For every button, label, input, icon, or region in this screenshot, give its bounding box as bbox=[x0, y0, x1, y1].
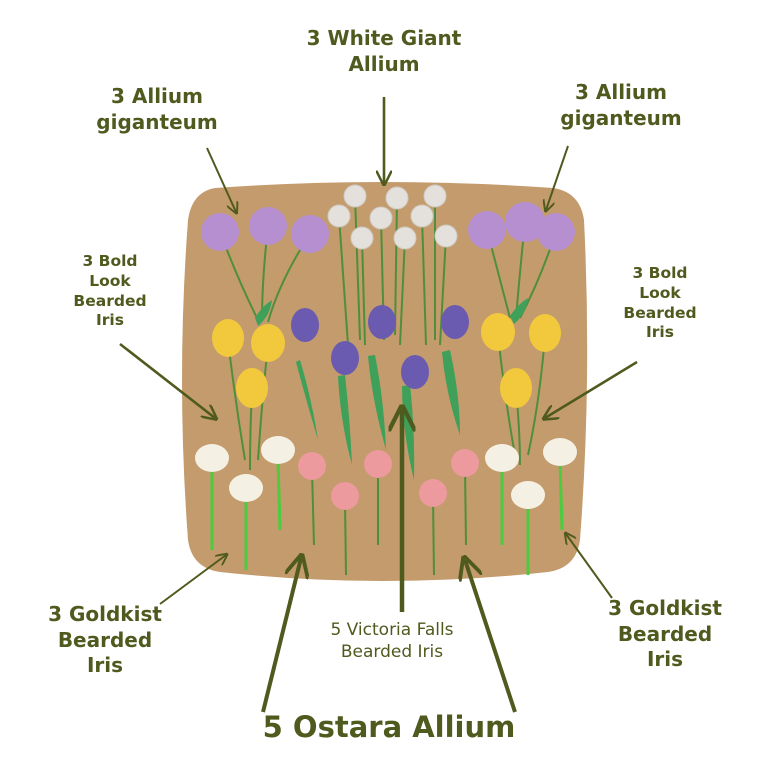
allium-head bbox=[410, 204, 434, 228]
allium-head bbox=[393, 226, 417, 250]
iris-flower bbox=[511, 481, 545, 509]
label-bold-look-right: 3 Bold Look Bearded Iris bbox=[623, 264, 697, 342]
arrow-goldkist-left bbox=[159, 555, 226, 605]
label-victoria-falls: 5 Victoria Falls Bearded Iris bbox=[330, 620, 454, 662]
allium-giganteum-group-left bbox=[201, 207, 329, 253]
arrow-ostara-right bbox=[465, 560, 517, 713]
arrow-giganteum-right bbox=[546, 145, 569, 210]
label-white-giant-allium: 3 White Giant Allium bbox=[306, 26, 462, 76]
ostara-allium-group bbox=[298, 449, 479, 576]
label-allium-giganteum-left: 3 Allium giganteum bbox=[96, 84, 218, 134]
iris-flower bbox=[331, 341, 359, 375]
iris-flower bbox=[441, 305, 469, 339]
allium-head bbox=[385, 186, 409, 210]
label-goldkist-left: 3 Goldkist Bearded Iris bbox=[48, 602, 162, 678]
allium-head bbox=[201, 213, 239, 251]
label-allium-giganteum-right: 3 Allium giganteum bbox=[560, 80, 682, 130]
iris-flower bbox=[291, 308, 319, 342]
allium-head bbox=[327, 204, 351, 228]
iris-flower bbox=[229, 474, 263, 502]
iris-flower bbox=[261, 436, 295, 464]
allium-head bbox=[291, 215, 329, 253]
allium-head bbox=[434, 224, 458, 248]
iris-flower bbox=[195, 444, 229, 472]
allium-head bbox=[249, 207, 287, 245]
allium-head bbox=[419, 479, 447, 507]
label-bold-look-left: 3 Bold Look Bearded Iris bbox=[73, 252, 147, 330]
arrows bbox=[119, 97, 638, 713]
allium-head bbox=[451, 449, 479, 477]
arrow-giganteum-left bbox=[206, 147, 236, 212]
allium-head bbox=[298, 452, 326, 480]
arrow-goldkist-right bbox=[566, 534, 613, 599]
goldkist-iris-group-left bbox=[195, 436, 295, 570]
iris-flower bbox=[543, 438, 577, 466]
allium-head bbox=[537, 213, 575, 251]
iris-flower bbox=[368, 305, 396, 339]
allium-head bbox=[369, 206, 393, 230]
iris-flower bbox=[485, 444, 519, 472]
bold-look-iris-group-right bbox=[481, 313, 561, 466]
allium-giganteum-group-right bbox=[468, 202, 575, 251]
arrow-ostara-left bbox=[261, 558, 301, 713]
iris-flower bbox=[251, 324, 285, 362]
label-goldkist-right: 3 Goldkist Bearded Iris bbox=[608, 596, 722, 672]
iris-flower bbox=[212, 319, 244, 357]
bold-look-iris-group-left bbox=[212, 319, 285, 471]
iris-flower bbox=[236, 368, 268, 408]
allium-head bbox=[331, 482, 359, 510]
victoria-falls-iris-group bbox=[291, 305, 469, 389]
allium-head bbox=[423, 184, 447, 208]
goldkist-iris-group-right bbox=[485, 438, 577, 575]
allium-head bbox=[364, 450, 392, 478]
arrow-bold-look-right bbox=[545, 360, 638, 418]
iris-flower bbox=[529, 314, 561, 352]
white-giant-allium-group bbox=[327, 184, 458, 250]
allium-head bbox=[468, 211, 506, 249]
allium-head bbox=[505, 202, 545, 242]
arrow-bold-look-left bbox=[119, 342, 215, 418]
iris-flower bbox=[500, 368, 532, 408]
allium-head bbox=[350, 226, 374, 250]
allium-stems bbox=[219, 195, 557, 346]
allium-head bbox=[343, 184, 367, 208]
label-ostara-allium: 5 Ostara Allium bbox=[262, 710, 516, 744]
iris-flower bbox=[401, 355, 429, 389]
iris-flower bbox=[481, 313, 515, 351]
